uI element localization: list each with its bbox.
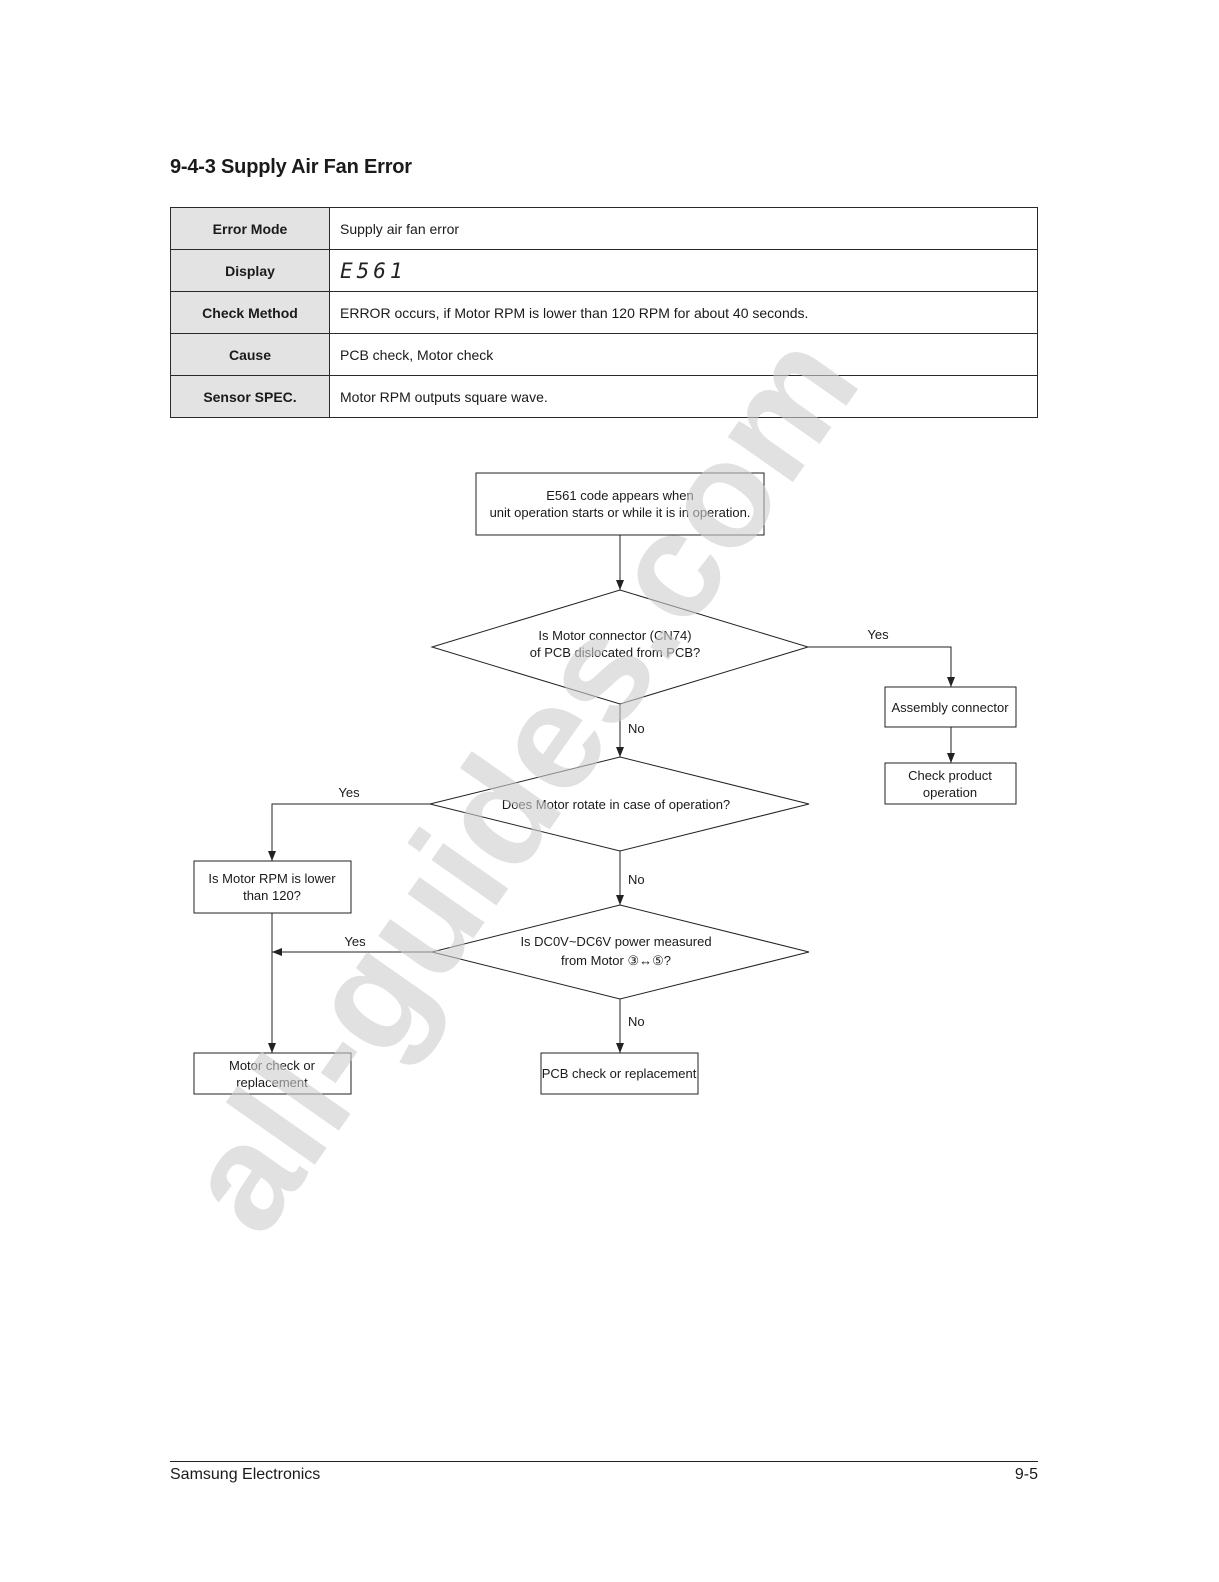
connector-q1-yes <box>808 646 955 687</box>
pcb-check-box <box>540 1052 699 1095</box>
q3-no-label: No <box>628 1014 645 1029</box>
decision-1-line-1: Is Motor connector (CN74) <box>538 628 691 643</box>
section-title: 9-4-3 Supply Air Fan Error <box>170 156 412 178</box>
decision-power-measured <box>431 904 810 1000</box>
row-label-sensor-spec: Sensor SPEC. <box>170 375 330 418</box>
row-label-check-method: Check Method <box>170 291 330 334</box>
row-value-error-mode: Supply air fan error <box>329 207 1038 250</box>
q2-no-label: No <box>628 872 645 887</box>
row-value-cause: PCB check, Motor check <box>329 333 1038 376</box>
decision-3-line-1: Is DC0V~DC6V power measured <box>520 934 711 949</box>
table-row: Check Method ERROR occurs, if Motor RPM … <box>170 291 1038 334</box>
check-product-box <box>884 762 1017 805</box>
seven-segment-code: E561 <box>340 258 407 283</box>
start-box <box>475 472 765 536</box>
q1-no-label: No <box>628 721 645 736</box>
row-label-cause: Cause <box>170 333 330 376</box>
start-box-line-2: unit operation starts or while it is in … <box>490 505 751 520</box>
table-row: Sensor SPEC. Motor RPM outputs square wa… <box>170 375 1038 418</box>
decision-1-line-2: of PCB dislocated from PCB? <box>530 645 701 660</box>
pcb-check-text: PCB check or replacement <box>542 1066 697 1081</box>
motor-rpm-line-2: than 120? <box>243 888 301 903</box>
table-row: Display E561 <box>170 249 1038 292</box>
row-value-display: E561 <box>329 249 1038 292</box>
decision-2-text: Does Motor rotate in case of operation? <box>502 797 730 812</box>
footer-company: Samsung Electronics <box>170 1466 321 1483</box>
q3-yes-label: Yes <box>344 934 366 949</box>
assembly-connector-box <box>884 686 1017 728</box>
motor-rpm-box <box>193 860 352 914</box>
check-product-line-1: Check product <box>908 768 992 783</box>
start-box-line-1: E561 code appears when <box>546 488 693 503</box>
row-label-display: Display <box>170 249 330 292</box>
motor-check-line-1: Motor check or <box>229 1058 316 1073</box>
table-row: Error Mode Supply air fan error <box>170 207 1038 250</box>
check-product-line-2: operation <box>923 785 977 800</box>
connector-q2-yes <box>268 803 430 861</box>
q1-yes-label: Yes <box>867 627 889 642</box>
decision-3-line-2: from Motor ③↔⑤? <box>561 953 671 968</box>
table-row: Cause PCB check, Motor check <box>170 333 1038 376</box>
error-spec-table: Error Mode Supply air fan error Display … <box>170 207 1038 418</box>
motor-check-line-2: replacement <box>236 1075 308 1090</box>
assembly-connector-text: Assembly connector <box>891 700 1009 715</box>
motor-check-box <box>193 1052 352 1095</box>
q2-yes-label: Yes <box>338 785 360 800</box>
motor-rpm-line-1: Is Motor RPM is lower <box>208 871 336 886</box>
footer-divider <box>170 1461 1038 1462</box>
footer-page-number: 9-5 <box>1014 1466 1038 1483</box>
row-value-sensor-spec: Motor RPM outputs square wave. <box>329 375 1038 418</box>
row-value-check-method: ERROR occurs, if Motor RPM is lower than… <box>329 291 1038 334</box>
